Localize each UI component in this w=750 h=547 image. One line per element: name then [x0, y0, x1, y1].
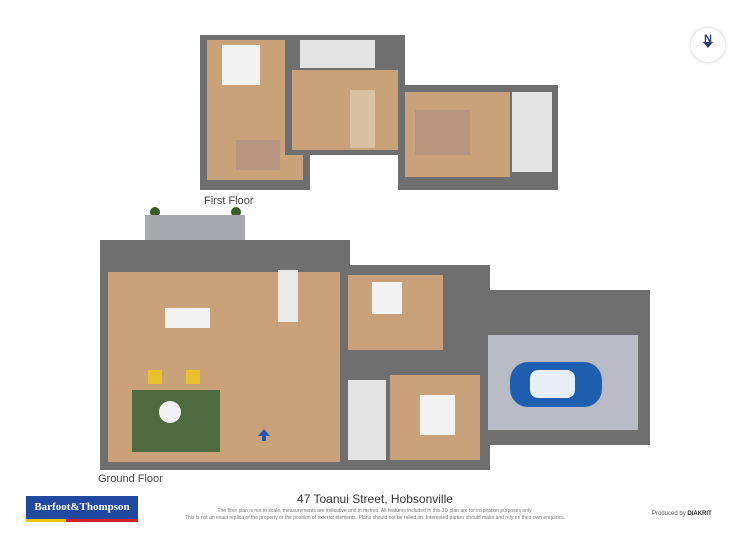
master-rug	[415, 110, 470, 155]
bed	[222, 45, 260, 85]
rug	[236, 140, 280, 170]
produced-by: Produced by DIAKRIT	[652, 511, 712, 517]
coffee-table	[159, 401, 181, 423]
kitchen-island	[278, 270, 298, 322]
landing-floor	[292, 70, 398, 150]
first-floor-plan	[150, 35, 558, 217]
bathroom-floor	[300, 40, 375, 68]
disclaimer-line-1: The floor plan is not to scale, measurem…	[217, 508, 533, 514]
barfoot-thompson-logo: Barfoot&Thompson	[26, 496, 138, 522]
north-arrow-icon: N	[690, 27, 726, 63]
produced-by-prefix: Produced by	[652, 511, 686, 517]
plant-icon	[231, 207, 241, 217]
disclaimer-line-2: This is not an exact replica of the prop…	[184, 515, 566, 521]
bed	[372, 282, 402, 314]
bathroom-floor	[348, 380, 386, 460]
dining-table	[165, 308, 210, 328]
logo-red-bar	[66, 519, 138, 522]
plant-icon	[150, 207, 160, 217]
property-address: 47 Toanui Street, Hobsonville	[297, 492, 453, 506]
first-floor-label: First Floor	[204, 195, 254, 207]
compass-label: N	[704, 33, 712, 45]
diakrit-brand: DIAKRIT	[687, 511, 712, 517]
ground-floor-plan	[100, 215, 650, 470]
logo-text: Barfoot&Thompson	[34, 501, 130, 513]
bed	[420, 395, 455, 435]
ground-floor-label: Ground Floor	[98, 473, 163, 485]
armchair	[186, 370, 200, 384]
armchair	[148, 370, 162, 384]
ensuite-floor	[512, 92, 552, 172]
car-roof	[530, 370, 575, 398]
logo-yellow-bar	[26, 519, 66, 522]
entrance-arrow-icon	[258, 429, 270, 441]
stairs	[350, 90, 375, 148]
